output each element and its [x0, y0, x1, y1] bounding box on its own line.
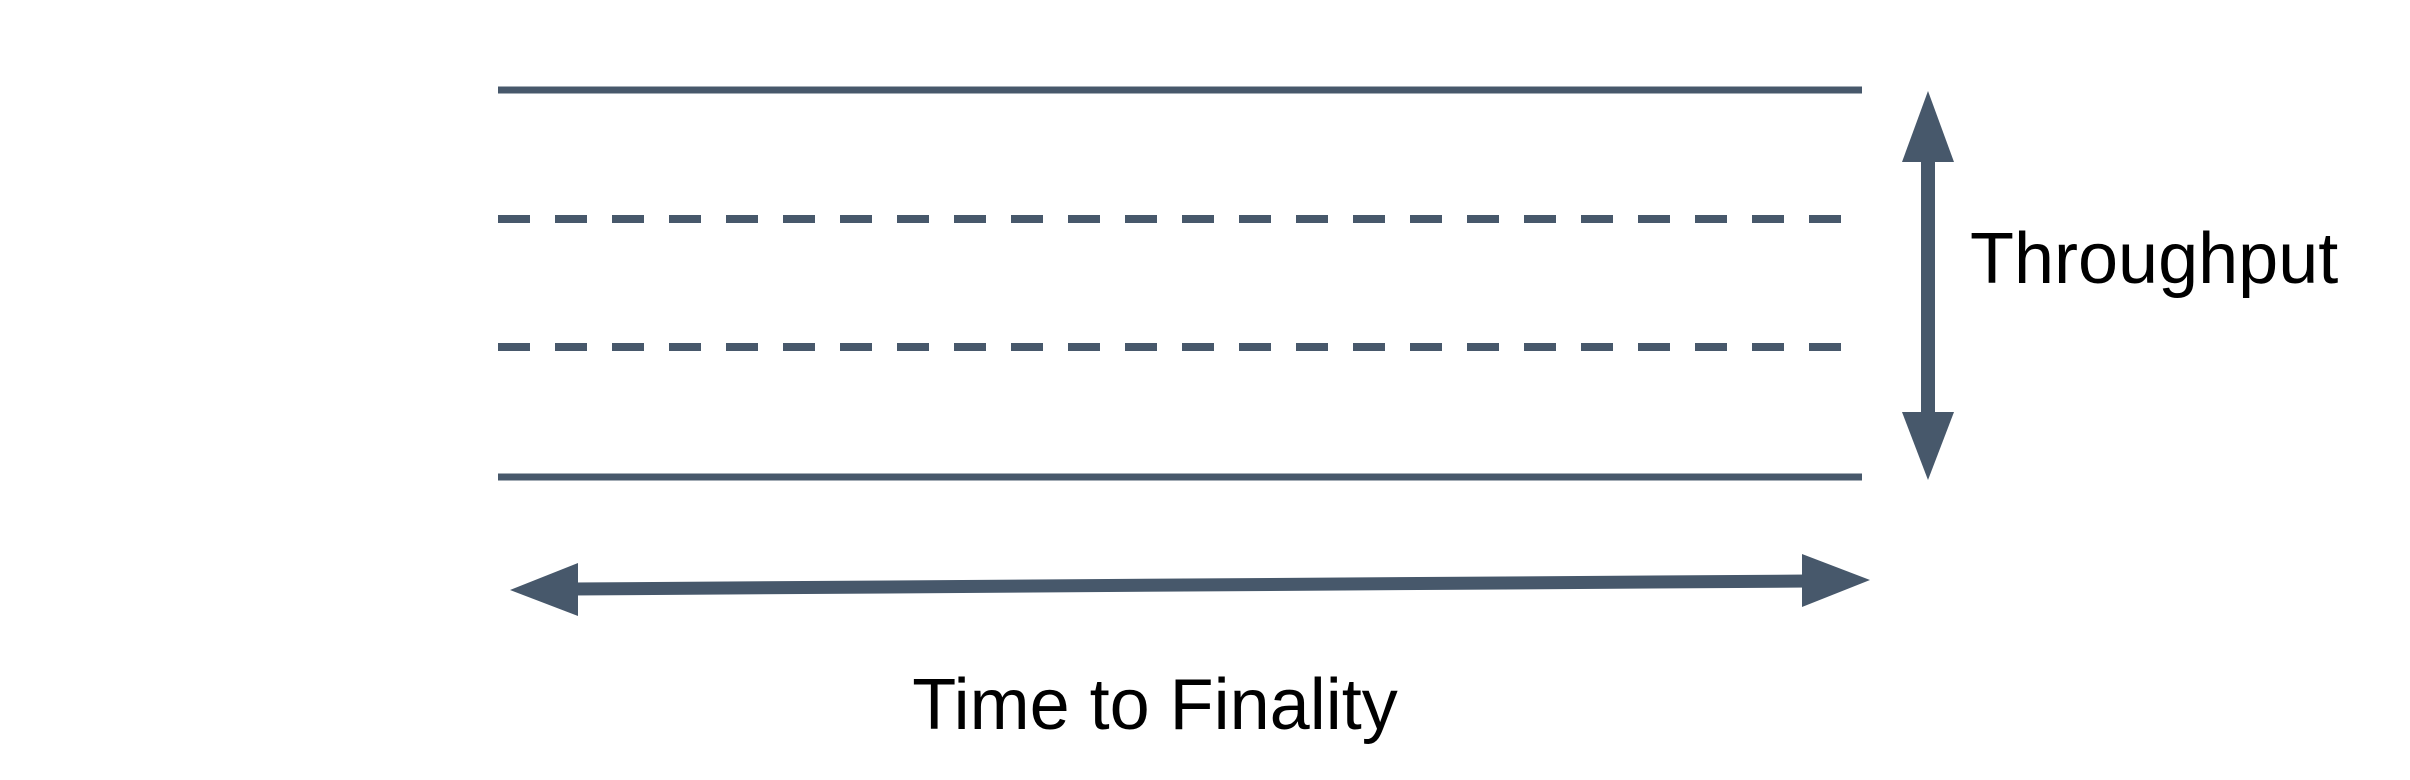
throughput-arrow-down-head-icon: [1902, 412, 1954, 480]
time-to-finality-range-arrow: [510, 554, 1870, 616]
throughput-arrow-up-head-icon: [1902, 91, 1954, 162]
time-arrow-left-head-icon: [510, 563, 578, 616]
time-arrow-right-head-icon: [1802, 554, 1870, 607]
time-arrow-shaft: [571, 574, 1809, 596]
throughput-range-arrow: [1902, 91, 1954, 480]
throughput-label: Throughput: [1970, 219, 2339, 299]
time-to-finality-label: Time to Finality: [912, 665, 1398, 745]
